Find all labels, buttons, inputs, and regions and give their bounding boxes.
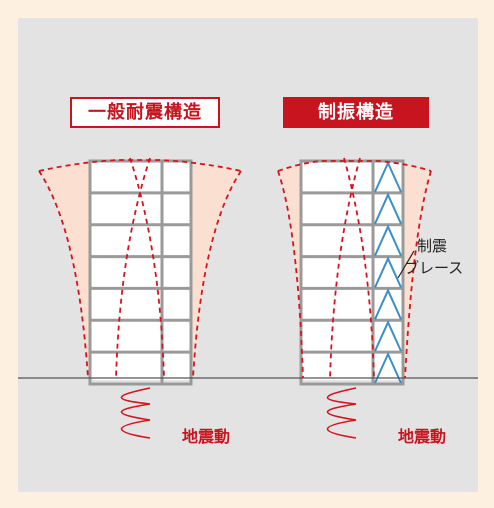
- earthquake-label-left: 地震動: [182, 427, 231, 446]
- brace-chevron: [374, 224, 402, 256]
- damping-braces: [374, 160, 402, 384]
- brace-chevron: [374, 351, 402, 384]
- brace-callout-line: [397, 250, 415, 279]
- brace-chevron: [374, 160, 402, 193]
- brace-chevron: [374, 287, 402, 320]
- earthquake-wave-right-icon: [326, 387, 357, 439]
- building-damping-body: [301, 160, 403, 380]
- sway-lines-conventional: [38, 157, 242, 379]
- sway-lines-damping: [277, 157, 432, 379]
- brace-chevron: [374, 256, 402, 288]
- building-conventional-frame: [88, 159, 193, 386]
- building-outline: [88, 159, 193, 386]
- brace-label-line1: 制震: [417, 237, 448, 255]
- brace-chevron: [374, 319, 402, 352]
- earthquake-label-right: 地震動: [398, 427, 447, 446]
- brace-label-line2: ブレース: [404, 259, 464, 277]
- label-conventional-structure: 一般耐震構造: [70, 97, 220, 128]
- earthquake-wave-left-icon: [120, 387, 151, 439]
- brace-chevron: [374, 192, 402, 225]
- label-damping-structure: 制振構造: [283, 97, 429, 128]
